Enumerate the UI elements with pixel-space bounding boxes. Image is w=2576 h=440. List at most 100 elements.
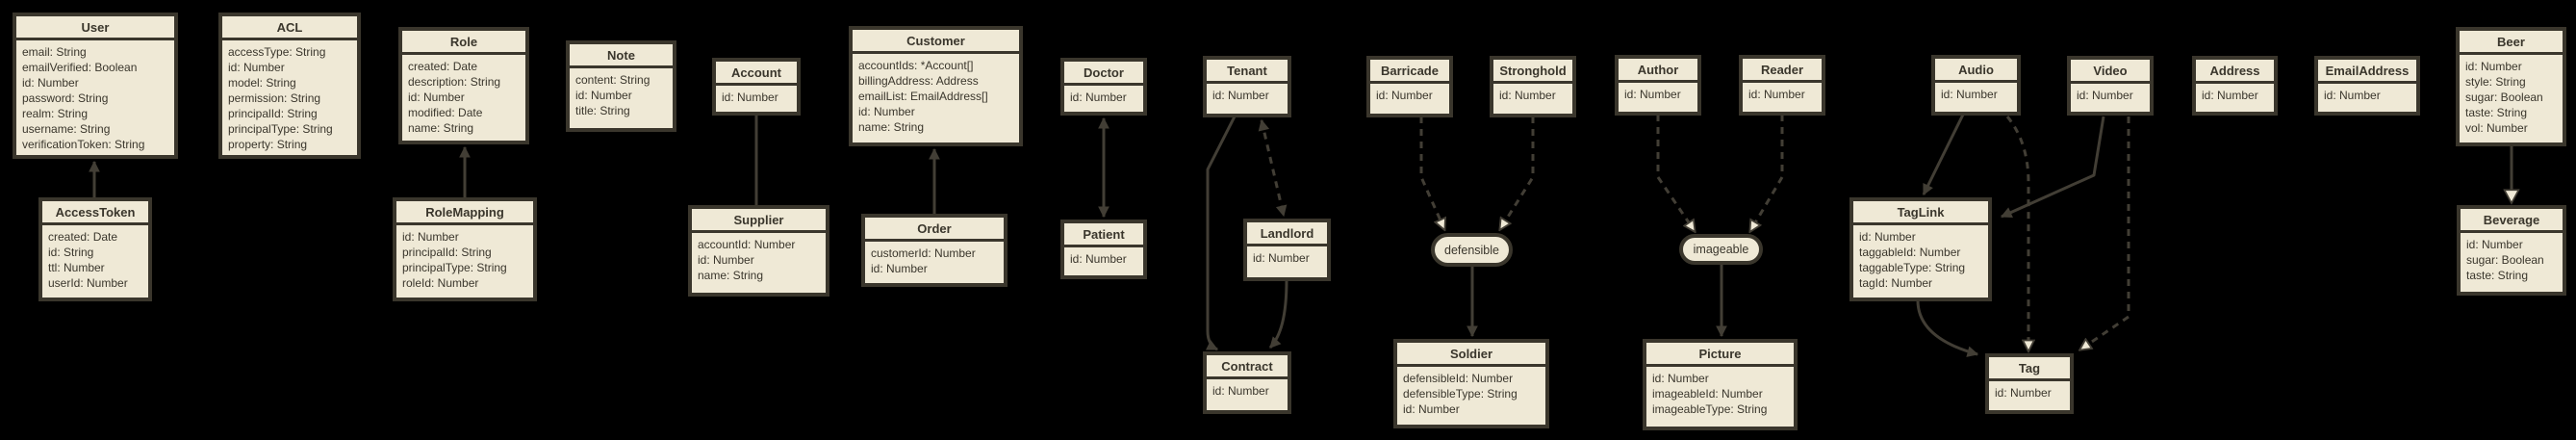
entity-attributes: id: Number imageableId: Number imageable… — [1652, 372, 1768, 416]
entity-tenant: Tenant id: Number — [1203, 56, 1291, 117]
entity-attributes: created: Date id: String ttl: Number use… — [48, 230, 128, 290]
entity-tag: Tag id: Number — [1985, 353, 2074, 414]
entity-audio: Audio id: Number — [1931, 55, 2021, 116]
entity-attributes: id: Number — [1070, 252, 1127, 266]
edge-tenant-landlord — [1258, 118, 1288, 218]
entity-title: ACL — [222, 16, 357, 40]
entity-attributes: id: Number — [1624, 88, 1681, 101]
entity-soldier: Soldier defensibleId: Number defensibleTy… — [1393, 339, 1549, 428]
entity-attributes: id: Number — [1941, 88, 1998, 101]
entity-attributes: id: Number — [1748, 88, 1805, 101]
entity-attributes: id: Number taggableId: Number taggableTy… — [1859, 230, 1966, 290]
entity-imageable: imageable — [1679, 234, 1763, 265]
entity-attributes: accountId: Number id: Number name: Strin… — [698, 238, 796, 282]
entity-attributes: accessType: String id: Number model: Str… — [228, 45, 333, 151]
entity-title: Author — [1619, 59, 1697, 83]
entity-attributes: id: Number — [2324, 89, 2381, 102]
entity-defensible: defensible — [1431, 233, 1513, 267]
entity-attributes: id: Number — [2077, 89, 2133, 102]
edge-video-to-tag — [2080, 116, 2130, 349]
entity-attributes: id: Number — [2202, 89, 2258, 102]
edge-video-to-taglink — [2000, 116, 2105, 219]
entity-title: EmailAddress — [2318, 60, 2416, 84]
entity-title: Note — [570, 44, 673, 68]
entity-title: Picture — [1646, 343, 1794, 367]
entity-landlord: Landlord id: Number — [1243, 219, 1331, 281]
entity-attributes: id: Number — [1212, 384, 1269, 398]
entity-attributes: id: Number — [1995, 386, 2052, 400]
entity-title: Contract — [1207, 355, 1288, 379]
entity-emailaddress: EmailAddress id: Number — [2314, 56, 2420, 116]
edge-barricade-to-defensible — [1419, 116, 1444, 229]
entity-beverage: Beverage id: Number sugar: Boolean taste:… — [2457, 205, 2566, 296]
entity-title: Beverage — [2461, 209, 2563, 233]
entity-title: Tag — [1989, 357, 2070, 381]
entity-attributes: id: Number style: String sugar: Boolean … — [2465, 60, 2543, 135]
entity-attributes: email: String emailVerified: Boolean id:… — [22, 45, 145, 151]
entity-title: Supplier — [692, 209, 826, 233]
entity-attributes: id: Number — [1499, 89, 1556, 102]
entity-doctor: Doctor id: Number — [1060, 58, 1147, 116]
entity-title: Beer — [2460, 31, 2563, 55]
entity-attributes: accountIds: *Account[] billingAddress: A… — [858, 59, 988, 134]
entity-customer: Customer accountIds: *Account[] billingAd… — [849, 26, 1023, 146]
entity-title: Account — [716, 62, 797, 86]
entity-stronghold: Stronghold id: Number — [1490, 56, 1576, 117]
entity-title: User — [16, 16, 174, 40]
entity-title: Doctor — [1064, 62, 1143, 86]
entity-order: Order customerId: Number id: Number — [861, 214, 1007, 287]
edge-taglink-to-tag — [1916, 299, 1979, 357]
entity-acl: ACL accessType: String id: Number model: … — [218, 13, 361, 159]
entity-title: Video — [2071, 60, 2150, 84]
entity-title: Reader — [1743, 59, 1822, 83]
entity-title: Soldier — [1397, 343, 1545, 367]
entity-attributes: content: String id: Number title: String — [575, 73, 650, 117]
ellipse-node-label: defensible — [1444, 243, 1499, 257]
entity-title: Audio — [1935, 59, 2017, 83]
entity-attributes: customerId: Number id: Number — [871, 246, 976, 275]
entity-barricade: Barricade id: Number — [1366, 56, 1453, 117]
edge-audio-to-tag — [2005, 116, 2028, 350]
entity-attributes: id: Number — [1212, 89, 1269, 102]
entity-supplier: Supplier accountId: Number id: Number nam… — [688, 205, 829, 297]
entity-accesstoken: AccessToken created: Date id: String ttl:… — [38, 197, 152, 301]
entity-attributes: id: Number principalId: String principal… — [402, 230, 507, 290]
entity-title: Stronghold — [1493, 60, 1572, 84]
entity-title: AccessToken — [42, 201, 148, 225]
entity-title: Barricade — [1370, 60, 1449, 84]
entity-attributes: id: Number — [1376, 89, 1433, 102]
entity-address: Address id: Number — [2192, 56, 2278, 116]
entity-picture: Picture id: Number imageableId: Number im… — [1643, 339, 1798, 430]
entity-title: Customer — [853, 30, 1019, 54]
entity-title: RoleMapping — [396, 201, 533, 225]
entity-rolemapping: RoleMapping id: Number principalId: Strin… — [393, 197, 537, 301]
edge-author-to-imageable — [1656, 115, 1695, 231]
edge-landlord-to-contract — [1268, 279, 1288, 349]
edge-reader-to-imageable — [1750, 115, 1784, 231]
entity-taglink: TagLink id: Number taggableId: Number tag… — [1849, 197, 1992, 301]
entity-reader: Reader id: Number — [1739, 55, 1825, 116]
entity-title: Order — [865, 218, 1004, 242]
entity-account: Account id: Number — [712, 58, 801, 116]
entity-title: Landlord — [1247, 222, 1327, 246]
entity-author: Author id: Number — [1615, 55, 1701, 116]
entity-attributes: id: Number sugar: Boolean taste: String — [2466, 238, 2544, 282]
edge-tenant-to-contract — [1205, 116, 1237, 351]
edge-stronghold-to-defensible — [1500, 116, 1535, 229]
entity-note: Note content: String id: Number title: St… — [566, 40, 676, 132]
entity-attributes: id: Number — [722, 91, 778, 104]
entity-video: Video id: Number — [2067, 56, 2154, 116]
entity-attributes: id: Number — [1070, 91, 1127, 104]
entity-title: Tenant — [1207, 60, 1288, 84]
entity-title: TagLink — [1853, 201, 1988, 225]
edge-audio-to-taglink — [1922, 114, 1965, 196]
entity-beer: Beer id: Number style: String sugar: Bool… — [2456, 27, 2566, 146]
entity-attributes: defensibleId: Number defensibleType: Str… — [1403, 372, 1518, 416]
entity-title: Address — [2196, 60, 2274, 84]
entity-attributes: id: Number — [1253, 251, 1310, 265]
ellipse-node-label: imageable — [1693, 243, 1749, 256]
entity-contract: Contract id: Number — [1203, 351, 1291, 414]
